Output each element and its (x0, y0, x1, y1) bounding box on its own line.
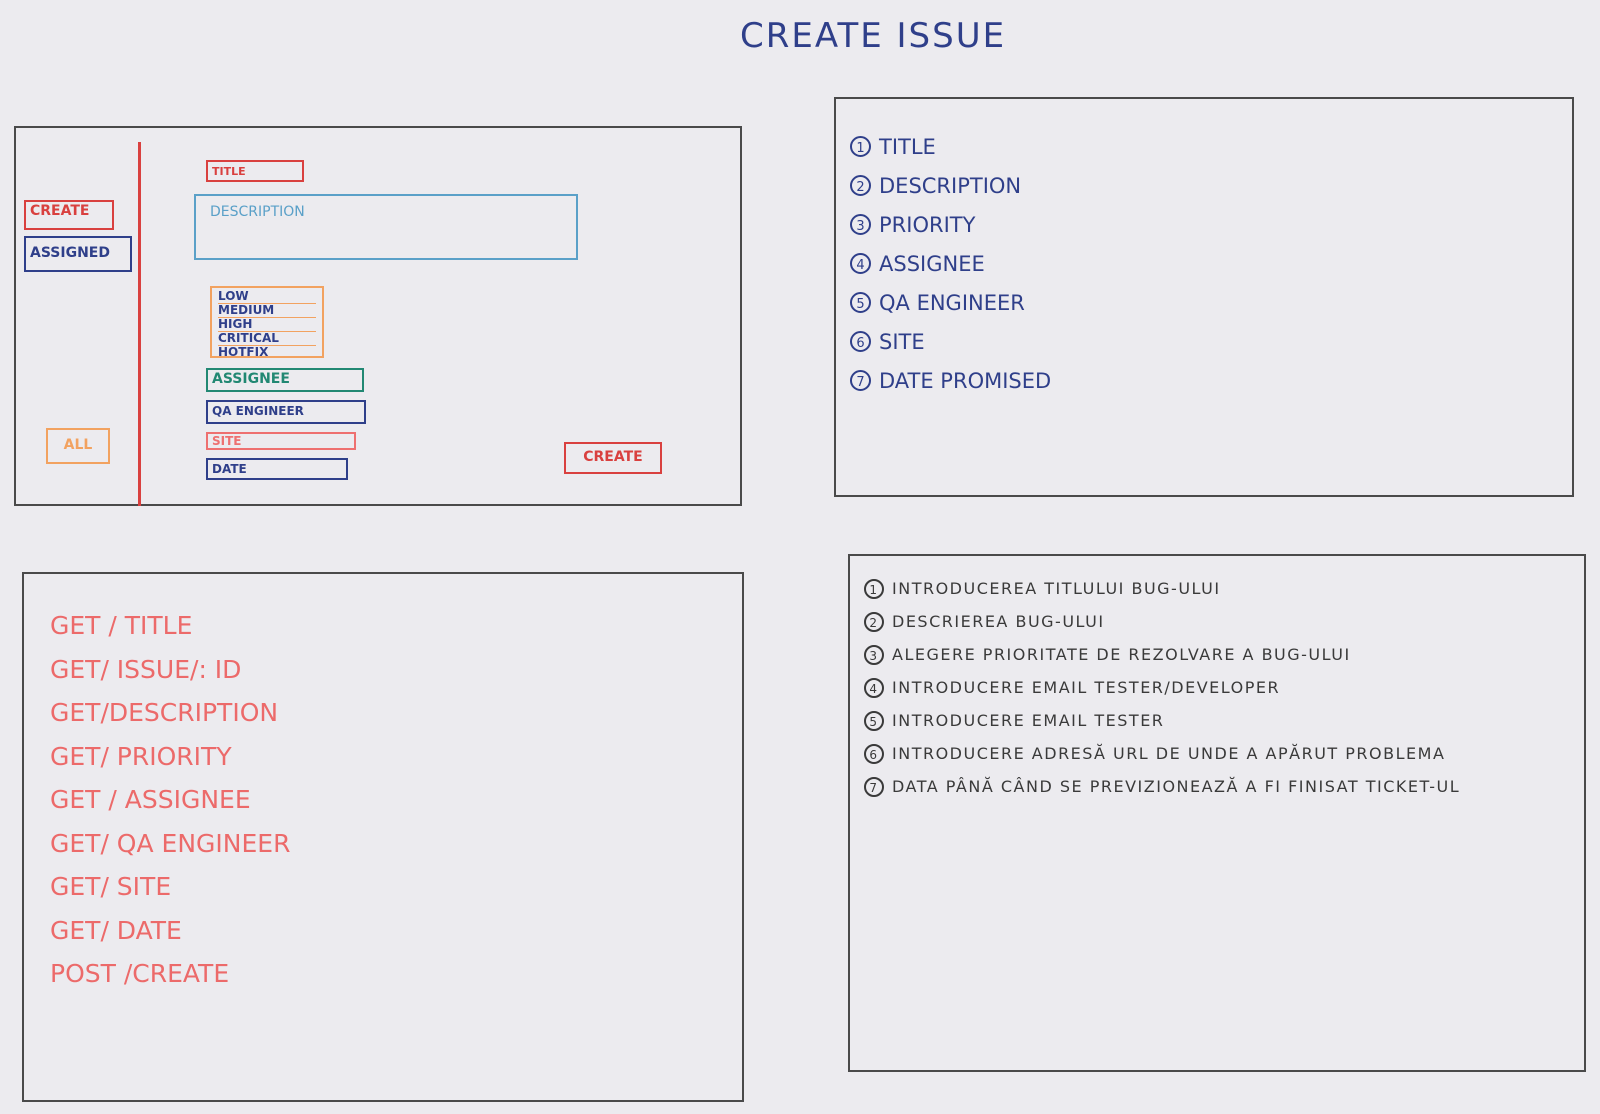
endpoint-item: GET/ DATE (50, 915, 182, 945)
description-text: INTRODUCERE ADRESĂ URL DE UNDE A APĂRUT … (892, 744, 1446, 763)
number-badge: 4 (850, 253, 871, 274)
field-label: SITE (879, 329, 925, 354)
description-textarea[interactable]: DESCRIPTION (194, 194, 578, 260)
field-label: TITLE (879, 134, 936, 159)
list-item: 1 TITLE (850, 127, 1051, 166)
endpoint-item: GET / ASSIGNEE (50, 785, 251, 814)
description-text: DATA PÂNĂ CÂND SE PREVIZIONEAZĂ A FI FIN… (892, 777, 1461, 796)
number-badge: 7 (864, 777, 884, 797)
sidebar-assigned-button[interactable]: ASSIGNED (24, 236, 132, 272)
page-title: CREATE ISSUE (740, 16, 1007, 56)
number-badge: 3 (864, 645, 884, 665)
list-item: 5 INTRODUCERE EMAIL TESTER (864, 704, 1576, 737)
description-text: DESCRIEREA BUG-ULUI (892, 612, 1105, 631)
title-input[interactable]: TITLE (206, 160, 304, 182)
endpoint-item: GET/DESCRIPTION (50, 698, 279, 727)
list-item: 3 PRIORITY (850, 205, 1051, 244)
field-label: PRIORITY (879, 212, 976, 237)
list-item: 2 DESCRIEREA BUG-ULUI (864, 605, 1576, 638)
description-text: INTRODUCERE EMAIL TESTER (892, 711, 1165, 730)
priority-option[interactable]: LOW (218, 290, 316, 304)
number-badge: 4 (864, 678, 884, 698)
number-badge: 6 (850, 331, 871, 352)
field-label: QA ENGINEER (879, 290, 1025, 315)
list-item: 1 INTRODUCEREA TITLULUI BUG-ULUI (864, 572, 1576, 605)
number-badge: 5 (850, 292, 871, 313)
number-badge: 2 (864, 612, 884, 632)
list-item: 5 QA ENGINEER (850, 283, 1051, 322)
create-button[interactable]: CREATE (564, 442, 662, 474)
list-item: 2 DESCRIPTION (850, 166, 1051, 205)
priority-option[interactable]: MEDIUM (218, 304, 316, 318)
number-badge: 5 (864, 711, 884, 731)
description-text: ALEGERE PRIORITATE DE REZOLVARE A BUG-UL… (892, 645, 1351, 664)
endpoint-item: POST /CREATE (50, 959, 230, 988)
date-input[interactable]: DATE (206, 458, 348, 480)
sidebar-create-button[interactable]: CREATE (24, 200, 114, 230)
priority-option[interactable]: HIGH (218, 318, 316, 332)
descriptions-panel: 1 INTRODUCEREA TITLULUI BUG-ULUI 2 DESCRIE… (848, 554, 1586, 1072)
number-badge: 1 (864, 579, 884, 599)
qa-engineer-input[interactable]: QA ENGINEER (206, 400, 366, 424)
endpoint-item: GET/ PRIORITY (50, 741, 232, 771)
priority-option[interactable]: HOTFIX (218, 345, 269, 359)
assignee-input[interactable]: ASSIGNEE (206, 368, 364, 392)
wireframe-panel: CREATE ASSIGNED ALL TITLE DESCRIPTION LO… (14, 126, 742, 506)
number-badge: 7 (850, 370, 871, 391)
description-text: INTRODUCEREA TITLULUI BUG-ULUI (892, 579, 1221, 598)
number-badge: 6 (864, 744, 884, 764)
description-list: 1 INTRODUCEREA TITLULUI BUG-ULUI 2 DESCRIE… (864, 572, 1576, 803)
endpoint-item: GET / TITLE (50, 611, 193, 640)
field-label: ASSIGNEE (879, 251, 985, 276)
list-item: 4 ASSIGNEE (850, 244, 1051, 283)
endpoint-item: GET/ QA ENGINEER (50, 828, 291, 858)
list-item: 7 DATE PROMISED (850, 361, 1051, 400)
list-item: 7 DATA PÂNĂ CÂND SE PREVIZIONEAZĂ A FI FI… (864, 770, 1576, 803)
field-label: DATE PROMISED (879, 368, 1052, 393)
endpoints-panel: GET / TITLE GET/ ISSUE/: ID GET/DESCRIPT… (22, 572, 744, 1102)
endpoint-item: GET/ ISSUE/: ID (50, 654, 242, 684)
field-label: DESCRIPTION (879, 173, 1022, 198)
description-text: INTRODUCERE EMAIL TESTER/DEVELOPER (892, 678, 1281, 697)
sidebar-divider (138, 142, 141, 506)
number-badge: 2 (850, 175, 871, 196)
list-item: 6 SITE (850, 322, 1051, 361)
sidebar-all-button[interactable]: ALL (46, 428, 110, 464)
site-input[interactable]: SITE (206, 432, 356, 450)
number-badge: 1 (850, 136, 871, 157)
list-item: 6 INTRODUCERE ADRESĂ URL DE UNDE A APĂRUT… (864, 737, 1576, 770)
priority-option[interactable]: CRITICAL (218, 332, 316, 346)
priority-select[interactable]: LOW MEDIUM HIGH CRITICAL HOTFIX (210, 286, 324, 359)
number-badge: 3 (850, 214, 871, 235)
endpoint-item: GET/ SITE (50, 872, 172, 901)
endpoint-list: GET / TITLE GET/ ISSUE/: ID GET/DESCRIPT… (50, 604, 290, 996)
list-item: 3 ALEGERE PRIORITATE DE REZOLVARE A BUG-U… (864, 638, 1576, 671)
list-item: 4 INTRODUCERE EMAIL TESTER/DEVELOPER (864, 671, 1576, 704)
